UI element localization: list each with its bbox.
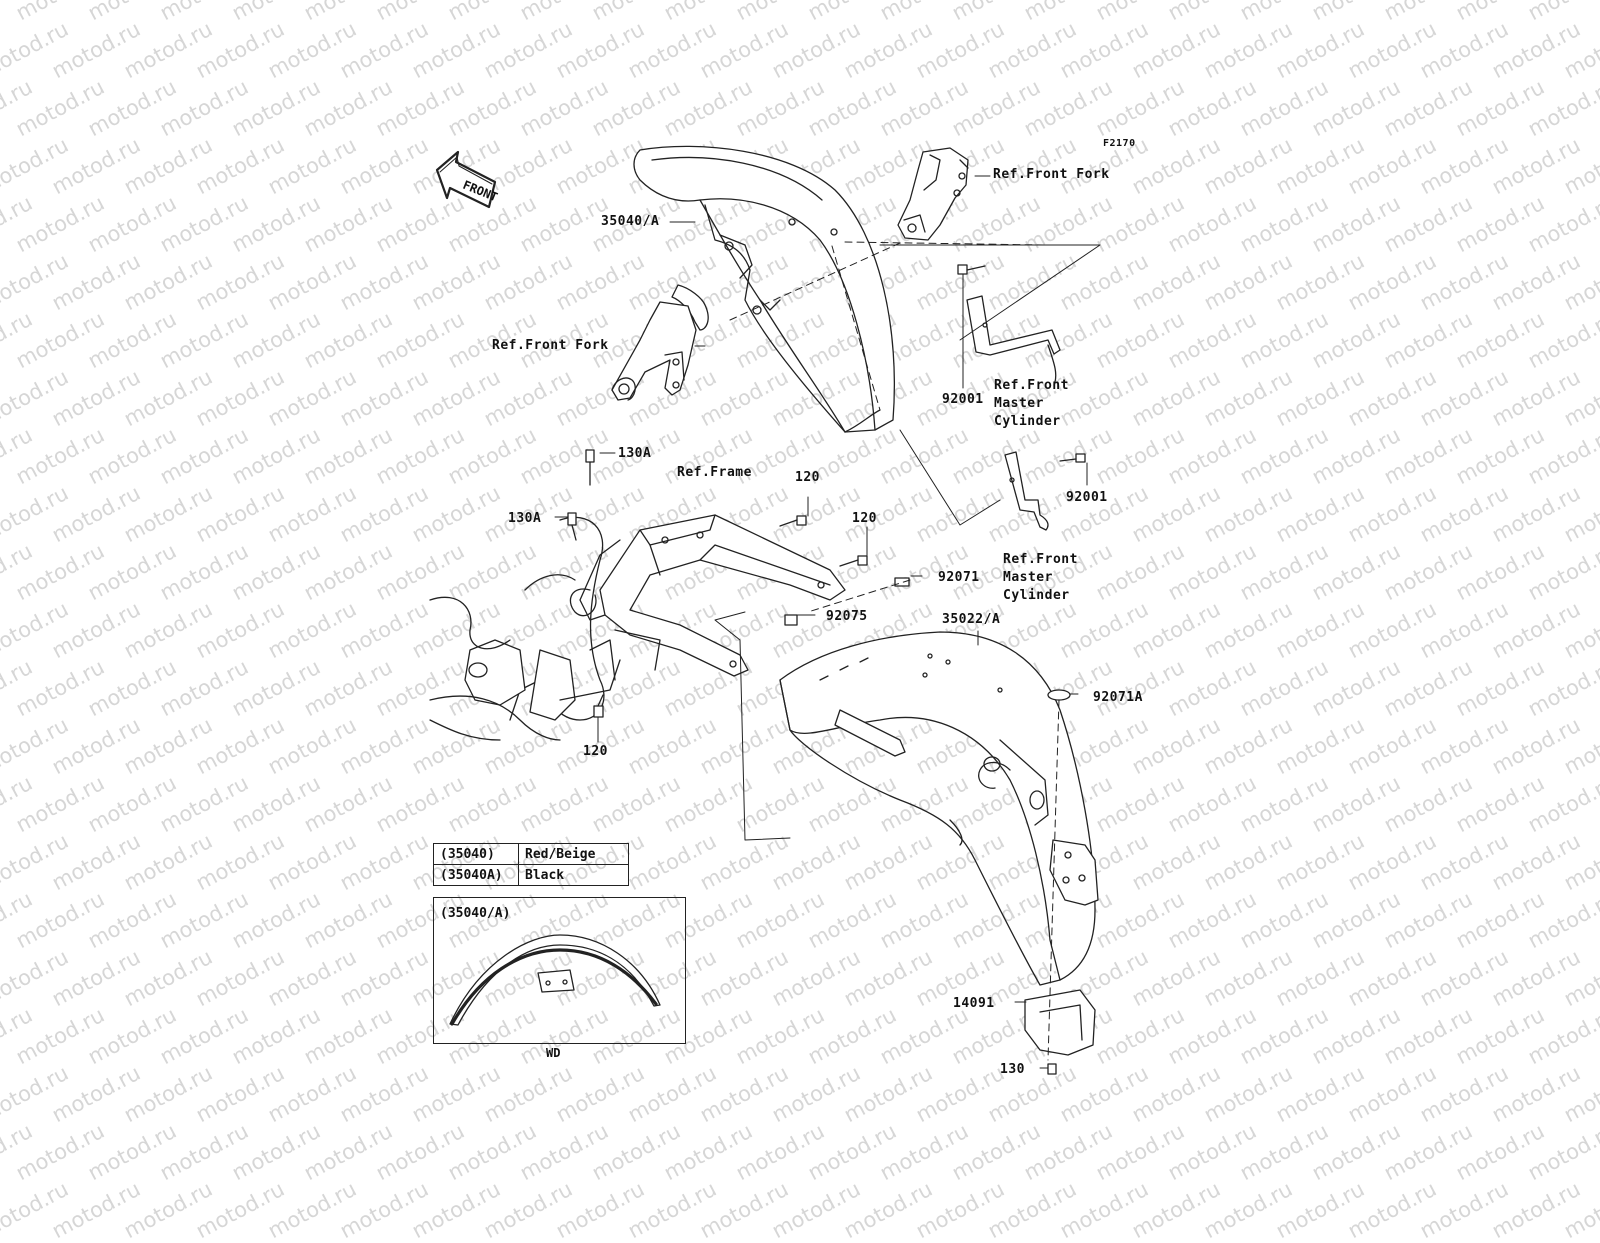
- label-ref-front-fork-left: Ref.Front Fork: [492, 338, 609, 353]
- bolt-130-drawing: [1047, 1063, 1057, 1075]
- front-fork-left-drawing: [611, 284, 709, 401]
- front-arrow-icon: FRONT: [435, 150, 500, 209]
- bolt-120-a-drawing: [779, 515, 807, 527]
- collar-92075-drawing: [784, 614, 798, 626]
- grommet-92071a-drawing: [1047, 689, 1071, 701]
- label-130a-top: 130A: [618, 446, 652, 461]
- bolt-92001-a-drawing: [957, 264, 986, 275]
- label-92071a: 92071A: [1093, 690, 1143, 705]
- color-table: (35040) Red/Beige (35040A) Black: [433, 843, 629, 886]
- rear-frame-drawing: [429, 514, 846, 741]
- label-92001-a: 92001: [942, 392, 984, 407]
- label-130a-left: 130A: [508, 511, 542, 526]
- label-14091: 14091: [953, 996, 995, 1011]
- label-92071: 92071: [938, 570, 980, 585]
- label-35022a: 35022/A: [942, 612, 1001, 627]
- cover-14091-drawing: [1024, 989, 1096, 1056]
- front-fender-drawing: [633, 145, 896, 433]
- rear-fender-drawing: [779, 631, 1099, 986]
- label-120-c: 120: [583, 744, 608, 759]
- label-35040a: 35040/A: [601, 214, 660, 229]
- front-fork-right-drawing: [897, 147, 969, 241]
- bolt-120-b-drawing: [839, 555, 868, 567]
- inset-title: (35040/A): [440, 906, 511, 921]
- table-row: (35040) Red/Beige: [433, 843, 629, 865]
- color-name-cell: Red/Beige: [518, 843, 629, 865]
- bolt-130a-left-drawing: [567, 512, 577, 541]
- leader-lines: [554, 175, 1088, 1069]
- nut-92071-drawing: [894, 577, 910, 587]
- label-92075: 92075: [826, 609, 868, 624]
- color-name-cell: Black: [518, 864, 629, 886]
- label-120-b: 120: [852, 511, 877, 526]
- label-ref-frame: Ref.Frame: [677, 465, 752, 480]
- bolt-130a-top-drawing: [585, 449, 595, 486]
- label-ref-front-fork-top: Ref.Front Fork: [993, 167, 1110, 182]
- label-130: 130: [1000, 1062, 1025, 1077]
- label-120-a: 120: [795, 470, 820, 485]
- label-92001-b: 92001: [1066, 490, 1108, 505]
- bolt-120-c-drawing: [593, 694, 604, 718]
- inset-caption: WD: [546, 1046, 561, 1060]
- color-code-cell: (35040): [433, 843, 519, 865]
- bolt-92001-b-drawing: [1059, 453, 1086, 463]
- label-ref-master-cylinder-a: Ref.Front Master Cylinder: [994, 378, 1069, 429]
- solid-reference-lines: [714, 244, 1101, 841]
- brake-hose-bracket-lower: [1004, 451, 1049, 531]
- diagram-drawing: FRONT: [429, 145, 1101, 1075]
- diagram-code: F2170: [1103, 138, 1136, 149]
- inset-fender-drawing: [449, 934, 661, 1026]
- brake-hose-bracket-upper: [966, 295, 1061, 386]
- inset-box: (35040/A): [433, 897, 686, 1044]
- dashed-reference-lines: [729, 241, 1060, 1061]
- color-code-cell: (35040A): [433, 864, 519, 886]
- table-row: (35040A) Black: [433, 864, 629, 886]
- label-ref-master-cylinder-b: Ref.Front Master Cylinder: [1003, 552, 1078, 603]
